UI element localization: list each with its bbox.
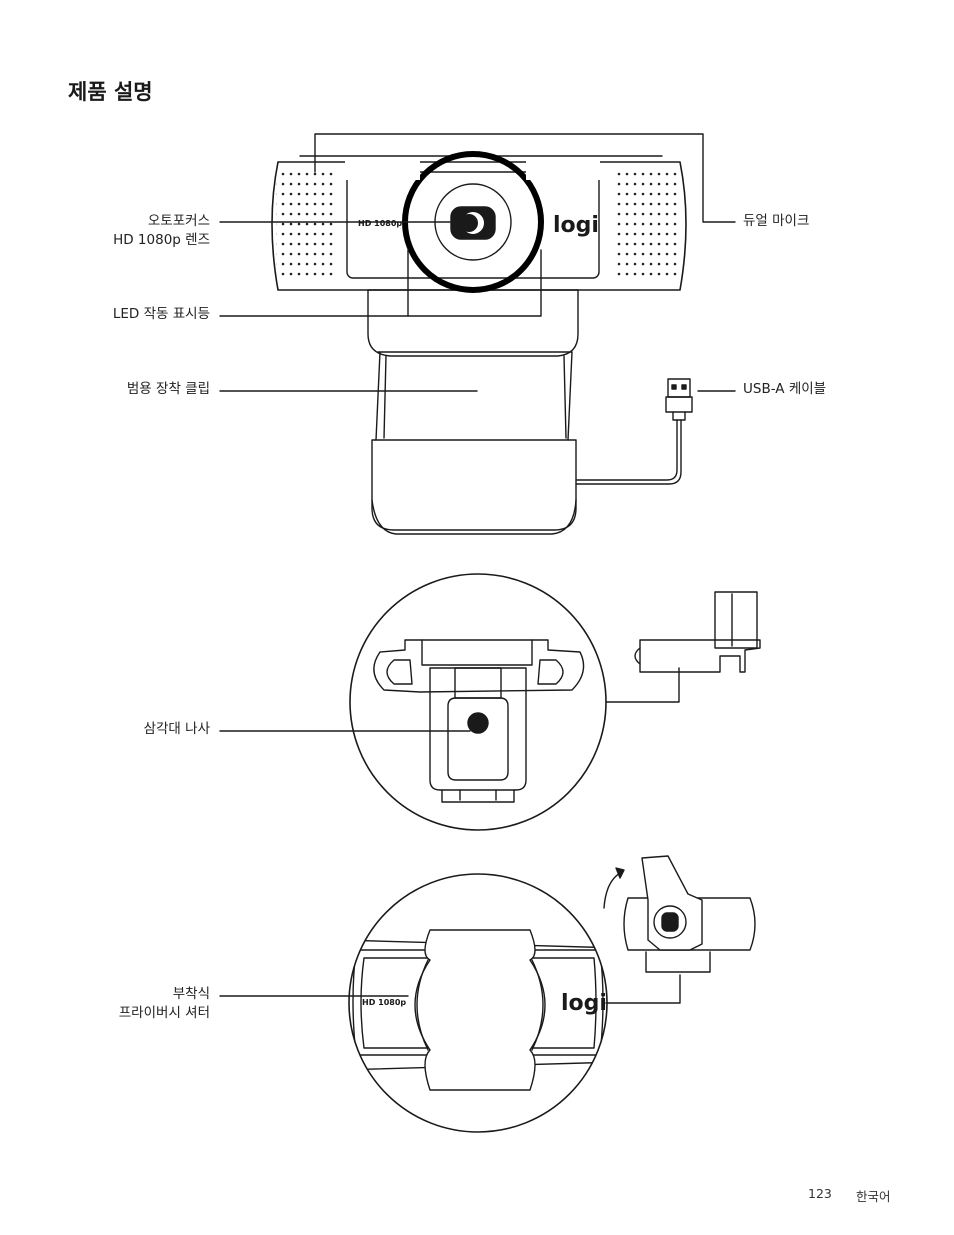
webcam-with-shutter-view [603, 855, 756, 973]
label-led: LED 작동 표시등 [112, 306, 210, 322]
label-usb-cable: USB-A 케이블 [743, 381, 827, 397]
tripod-detail [219, 573, 680, 831]
label-autofocus-lens: 오토포커스 HD 1080p 렌즈 [113, 213, 210, 248]
label-privacy-shutter: 부착식 프라이버시 셔터 [118, 986, 210, 1021]
privacy-shutter-detail [219, 873, 681, 1133]
language-label: 한국어 [856, 1189, 891, 1204]
page-title: 제품 설명 [68, 80, 153, 104]
webcam-front [271, 151, 687, 535]
resolution-mark-shutter: HD 1080p [362, 998, 406, 1007]
usb-cable [575, 378, 736, 485]
resolution-mark: HD 1080p [358, 219, 402, 228]
webcam-side-view [634, 591, 761, 673]
brand-logo-shutter: logi [561, 991, 607, 1016]
label-tripod-thread: 삼각대 나사 [143, 721, 210, 737]
page-number: 123 [808, 1186, 832, 1201]
label-dual-mic: 듀얼 마이크 [743, 213, 810, 229]
brand-logo: logi [553, 213, 599, 238]
label-mount-clip: 범용 장착 클립 [126, 381, 210, 397]
